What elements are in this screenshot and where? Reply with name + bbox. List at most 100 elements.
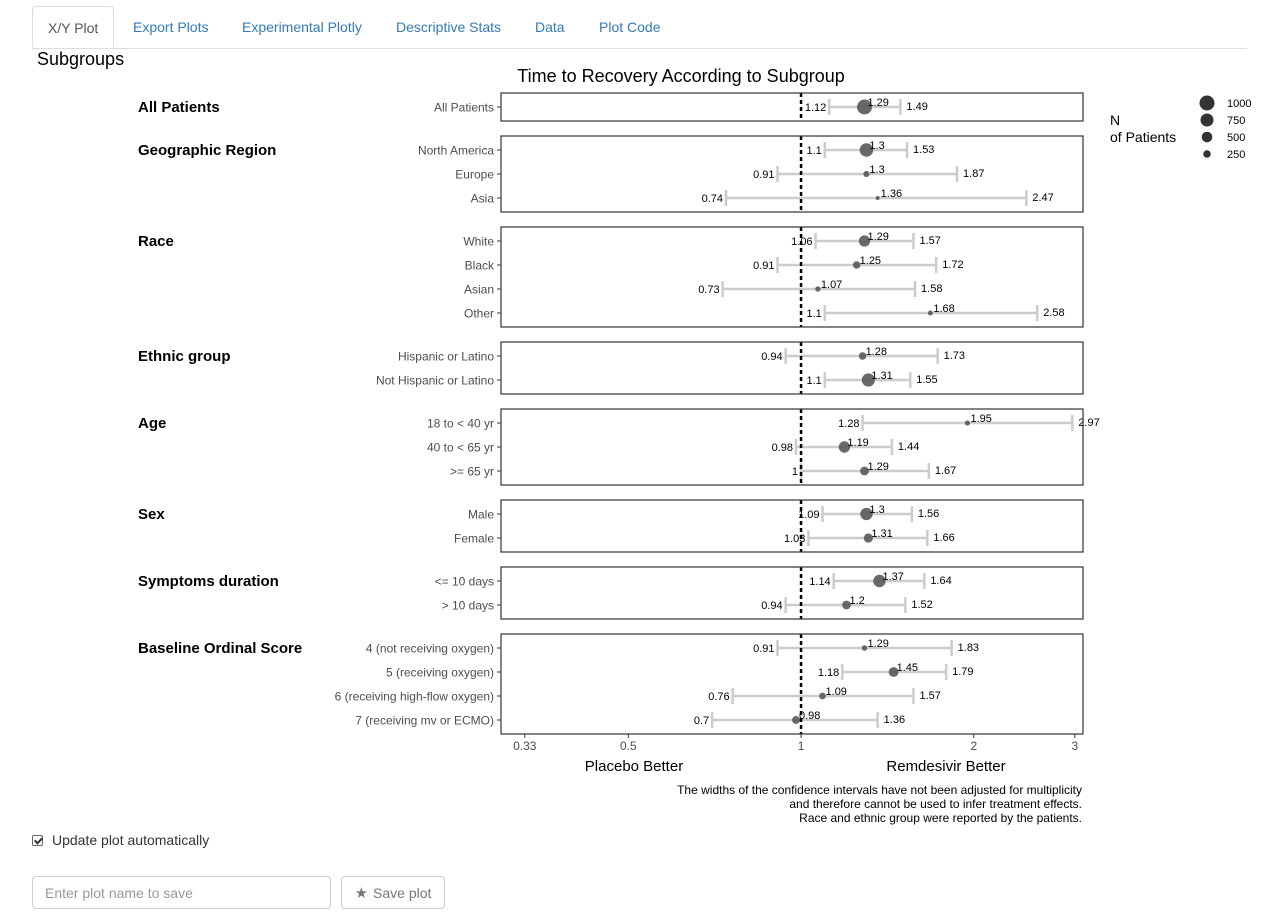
ci-low-label: 1.1 xyxy=(806,145,821,157)
row-label: 7 (receiving mv or ECMO) xyxy=(355,714,494,728)
row-label: White xyxy=(463,235,494,249)
ci-high-label: 1.52 xyxy=(911,599,932,611)
estimate-label: 1.37 xyxy=(882,571,903,583)
legend-key xyxy=(1203,150,1211,158)
estimate-label: 1.95 xyxy=(970,413,991,425)
panel-border xyxy=(500,499,1084,553)
row-label: All Patients xyxy=(434,101,494,115)
ci-high-label: 1.87 xyxy=(963,168,984,180)
row-label: Asia xyxy=(471,192,495,206)
tab-plot-code[interactable]: Plot Code xyxy=(599,19,661,35)
x-tick-label: 0.5 xyxy=(620,739,637,753)
legend-key xyxy=(1201,131,1213,143)
ci-low-label: 0.98 xyxy=(772,442,793,454)
ci-high-label: 1.66 xyxy=(933,532,954,544)
estimate-label: 1.45 xyxy=(897,662,918,674)
estimate-label: 1.3 xyxy=(869,504,884,516)
ci-low-label: 1.09 xyxy=(798,509,819,521)
legend-label: 500 xyxy=(1227,132,1245,144)
row-label: 40 to < 65 yr xyxy=(427,441,494,455)
ci-high-label: 1.49 xyxy=(906,101,927,113)
ci-high-label: 1.64 xyxy=(930,575,951,587)
estimate-point xyxy=(858,235,871,247)
row-label: North America xyxy=(418,144,494,158)
ci-high-label: 1.44 xyxy=(898,441,919,453)
tab-bar: X/Y Plot Export Plots Experimental Plotl… xyxy=(32,6,1247,49)
ci-high-label: 1.57 xyxy=(919,690,940,702)
legend-key xyxy=(1199,95,1215,111)
x-tick-label: 1 xyxy=(798,739,805,753)
estimate-point xyxy=(815,286,821,292)
row-label: >= 65 yr xyxy=(450,465,494,479)
row-label: <= 10 days xyxy=(435,575,494,589)
tab-export-plots[interactable]: Export Plots xyxy=(133,19,209,35)
ci-high-label: 1.73 xyxy=(944,350,965,362)
ci-high-label: 2.47 xyxy=(1032,192,1053,204)
update-automatically-checkbox[interactable]: Update plot automatically xyxy=(32,832,209,848)
x-tick-label: 2 xyxy=(970,739,977,753)
tab-experimental-plotly[interactable]: Experimental Plotly xyxy=(242,19,362,35)
caption-line: Race and ethnic group were reported by t… xyxy=(799,811,1082,825)
panel-border xyxy=(500,92,1084,122)
x-label-left: Placebo Better xyxy=(585,758,683,775)
group-title: Geographic Region xyxy=(138,142,276,159)
ci-low-label: 1.14 xyxy=(809,576,830,588)
panel-border xyxy=(500,566,1084,620)
estimate-point xyxy=(861,373,875,387)
ci-high-label: 2.97 xyxy=(1078,417,1099,429)
caption-line: and therefore cannot be used to infer tr… xyxy=(789,797,1082,811)
estimate-label: 1.25 xyxy=(860,255,881,267)
ci-low-label: 0.76 xyxy=(708,691,729,703)
group-title: Baseline Ordinal Score xyxy=(138,640,302,657)
ci-high-label: 1.58 xyxy=(921,283,942,295)
ci-low-label: 1.1 xyxy=(806,375,821,387)
estimate-point xyxy=(863,170,870,178)
tab-descriptive-stats[interactable]: Descriptive Stats xyxy=(396,19,502,35)
strip-title: Subgroups xyxy=(37,49,124,69)
tab-xy-plot[interactable]: X/Y Plot xyxy=(32,6,115,48)
panel-border xyxy=(500,408,1084,486)
estimate-label: 1.28 xyxy=(866,346,887,358)
ci-low-label: 0.94 xyxy=(761,351,782,363)
estimate-point xyxy=(842,600,851,610)
chart-title: Time to Recovery According to Subgroup xyxy=(517,66,845,86)
group-title: Symptoms duration xyxy=(138,573,279,590)
estimate-label: 1.09 xyxy=(826,686,847,698)
group-title: Ethnic group xyxy=(138,348,231,365)
estimate-label: 1.3 xyxy=(869,164,884,176)
estimate-point xyxy=(964,420,971,426)
ci-low-label: 1 xyxy=(792,466,798,478)
estimate-label: 1.19 xyxy=(847,437,868,449)
estimate-label: 1.68 xyxy=(933,303,954,315)
legend-title: of Patients xyxy=(1110,129,1176,145)
legend-title: N xyxy=(1110,112,1120,128)
panel-border xyxy=(500,633,1084,735)
estimate-point xyxy=(819,692,826,700)
row-label: 6 (receiving high-flow oxygen) xyxy=(335,690,494,704)
group-title: Sex xyxy=(138,506,165,523)
plot-name-input[interactable] xyxy=(32,876,331,909)
estimate-label: 1.29 xyxy=(868,638,889,650)
estimate-point xyxy=(860,507,873,521)
ci-high-label: 1.55 xyxy=(916,374,937,386)
estimate-point xyxy=(888,667,899,677)
ci-high-label: 1.36 xyxy=(884,714,905,726)
tab-data[interactable]: Data xyxy=(535,19,565,35)
estimate-point xyxy=(860,466,869,476)
estimate-label: 1.2 xyxy=(849,595,864,607)
ci-high-label: 1.53 xyxy=(913,144,934,156)
ci-high-label: 1.57 xyxy=(919,235,940,247)
estimate-point xyxy=(858,352,867,360)
group-title: Age xyxy=(138,415,166,432)
row-label: 4 (not receiving oxygen) xyxy=(366,642,494,656)
update-automatically-label: Update plot automatically xyxy=(52,832,210,848)
ci-high-label: 1.56 xyxy=(918,508,939,520)
estimate-point xyxy=(875,196,880,200)
ci-low-label: 0.94 xyxy=(761,600,782,612)
row-label: 5 (receiving oxygen) xyxy=(386,666,494,680)
save-plot-button[interactable]: ★ Save plot xyxy=(341,876,445,909)
estimate-label: 1.29 xyxy=(868,97,889,109)
checkbox-icon[interactable] xyxy=(32,834,43,846)
ci-high-label: 1.72 xyxy=(942,259,963,271)
